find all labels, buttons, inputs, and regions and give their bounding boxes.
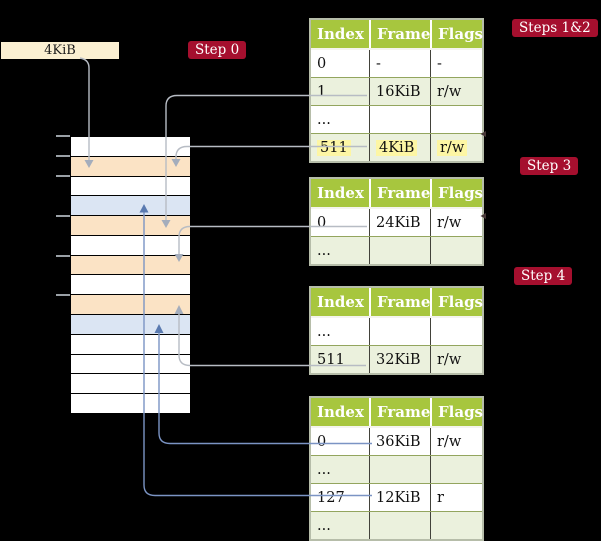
table-cell: ... — [317, 517, 331, 534]
table-cell — [369, 512, 430, 539]
badge-step-0: Step 0 — [188, 41, 247, 59]
column-header-frame: Frame — [369, 398, 430, 426]
table-cell: ... — [317, 242, 331, 259]
memory-tick — [56, 255, 70, 257]
highlighted-value: 511 — [317, 139, 351, 156]
table-cell: 0 — [317, 55, 327, 72]
table-cell: r/w — [430, 209, 482, 236]
memory-tick — [56, 135, 70, 137]
table-cell: r — [430, 484, 482, 511]
page-size-label: 4KiB — [1, 42, 119, 59]
column-header-flags: Flags — [430, 20, 483, 48]
memory-tick — [56, 294, 70, 296]
table-row: ... — [311, 318, 482, 345]
table-cell: r/w — [430, 78, 482, 105]
table-cell — [369, 237, 430, 264]
memory-row-white — [71, 137, 190, 156]
memory-row-white — [71, 393, 190, 413]
table-cell: ... — [317, 461, 331, 478]
table-cell — [430, 512, 482, 539]
column-header-index: Index — [317, 25, 364, 43]
table-cell: 36KiB — [369, 428, 430, 455]
table-cell: 1 — [317, 83, 327, 100]
table-cell — [430, 106, 482, 133]
table-cell — [430, 456, 482, 483]
memory-row-blue — [71, 195, 190, 216]
memory-row-orange — [71, 155, 190, 176]
table-row: ... — [311, 236, 482, 264]
column-header-flags: Flags — [430, 288, 483, 316]
table-cell: 511 — [317, 351, 345, 368]
table-cell: - — [430, 50, 482, 77]
table-cell: 4KiB — [369, 134, 430, 161]
column-header-flags: Flags — [430, 398, 483, 426]
table-cell: 24KiB — [369, 209, 430, 236]
column-header-index: Index — [317, 403, 364, 421]
table-cell: 16KiB — [369, 78, 430, 105]
memory-row-white — [71, 175, 190, 196]
table-cell: - — [369, 50, 430, 77]
memory-row-white — [71, 234, 190, 255]
memory-row-white — [71, 373, 190, 394]
table-cell: r/w — [430, 346, 482, 373]
table-row: 511 4KiB r/w — [311, 133, 482, 161]
memory-tick — [56, 175, 70, 177]
memory-row-orange — [71, 254, 190, 275]
table-cell — [369, 456, 430, 483]
memory-row-white — [71, 333, 190, 354]
memory-row-white — [71, 274, 190, 295]
table-cell: 127 — [317, 489, 345, 506]
memory-tick — [56, 215, 70, 217]
column-header-frame: Frame — [369, 20, 430, 48]
table-row: ... — [311, 105, 482, 133]
table-cell: ... — [317, 323, 331, 340]
highlighted-value: r/w — [437, 139, 468, 156]
column-header-index: Index — [317, 293, 364, 311]
memory-column — [70, 136, 191, 414]
column-header-frame: Frame — [369, 179, 430, 207]
column-header-index: Index — [317, 184, 364, 202]
badge-step-3: Step 3 — [520, 157, 579, 175]
memory-tick — [56, 155, 70, 157]
table-cell: 0 — [317, 214, 327, 231]
table-row: ... — [311, 511, 482, 539]
table-cell: r/w — [430, 428, 482, 455]
badge-step-4: Step 4 — [514, 267, 573, 285]
table-cell: 12KiB — [369, 484, 430, 511]
table-cell: ... — [317, 111, 331, 128]
table-row: ... — [311, 455, 482, 483]
badge-steps-1-2: Steps 1&2 — [512, 19, 598, 37]
table-cell: 0 — [317, 433, 327, 450]
table-row: 0 -- — [311, 50, 482, 77]
column-header-flags: Flags — [430, 179, 483, 207]
table-cell — [430, 237, 482, 264]
table-cell: 511 — [311, 134, 369, 161]
memory-row-orange — [71, 215, 190, 235]
memory-row-white — [71, 353, 190, 374]
column-header-frame: Frame — [369, 288, 430, 316]
table-cell: r/w — [430, 134, 482, 161]
highlighted-value: 4KiB — [376, 139, 418, 156]
table-cell — [430, 318, 482, 345]
memory-row-orange — [71, 294, 190, 315]
memory-row-blue — [71, 314, 190, 334]
table-cell — [369, 318, 430, 345]
table-cell — [369, 106, 430, 133]
table-cell: 32KiB — [369, 346, 430, 373]
